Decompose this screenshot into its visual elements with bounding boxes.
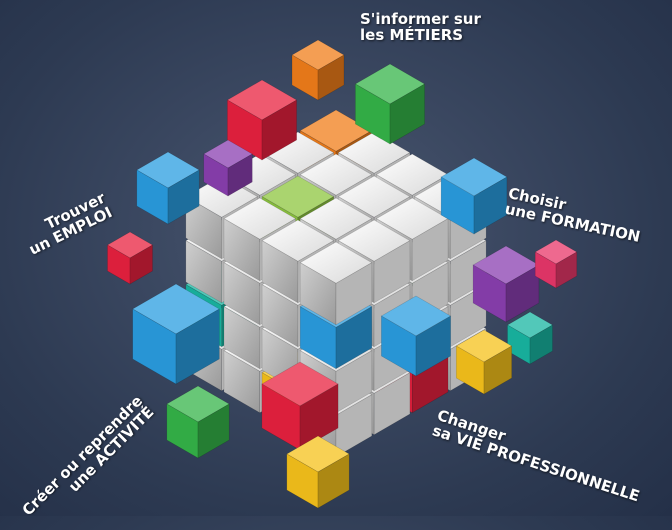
- cube-blue: [136, 151, 200, 225]
- cube-right-face: [373, 240, 411, 304]
- cube-right-face: [335, 262, 373, 326]
- cube-green: [166, 385, 230, 459]
- cube-right-face: [529, 324, 553, 365]
- cube-blue: [380, 295, 452, 377]
- cube-right-face: [505, 264, 540, 323]
- cube-right-face: [555, 251, 578, 289]
- cube-right-face: [389, 83, 425, 145]
- cube-teal: [506, 311, 554, 365]
- cube-right-face: [299, 383, 339, 451]
- cube-right-face: [411, 218, 449, 282]
- cube-right-face: [175, 308, 220, 385]
- cube-pink: [534, 239, 578, 289]
- cube-purple: [472, 245, 540, 323]
- label-metiers-line2: les MÉTIERS: [360, 25, 464, 44]
- cube-right-face: [373, 372, 411, 436]
- cube-green: [354, 63, 426, 145]
- cube-blue: [440, 157, 508, 235]
- cube-red: [261, 361, 339, 451]
- cube-right-face: [129, 244, 153, 285]
- cube-right-face: [473, 176, 508, 235]
- cube-purple: [203, 139, 253, 197]
- cube-right-face: [317, 453, 350, 509]
- cube-red: [106, 231, 154, 285]
- cube-orange: [291, 39, 345, 101]
- cube-blue: [132, 283, 220, 385]
- cube-yellow: [455, 329, 513, 395]
- cube-right-face: [335, 306, 373, 370]
- cube-right-face: [335, 394, 373, 458]
- cube-right-face: [483, 345, 513, 395]
- cube-right-face: [227, 153, 253, 197]
- cube-illustration: [106, 39, 578, 509]
- cube-right-face: [167, 169, 200, 225]
- cube-right-face: [415, 315, 451, 377]
- cube-right-face: [317, 54, 345, 101]
- cube-white_cube: [299, 241, 373, 326]
- cube-right-face: [197, 403, 230, 459]
- cube-yellow: [286, 435, 350, 509]
- cube-right-face: [261, 99, 297, 161]
- label-metiers-line1: S'informer sur: [360, 10, 481, 28]
- label-metiers: S'informer sur les MÉTIERS: [360, 10, 481, 44]
